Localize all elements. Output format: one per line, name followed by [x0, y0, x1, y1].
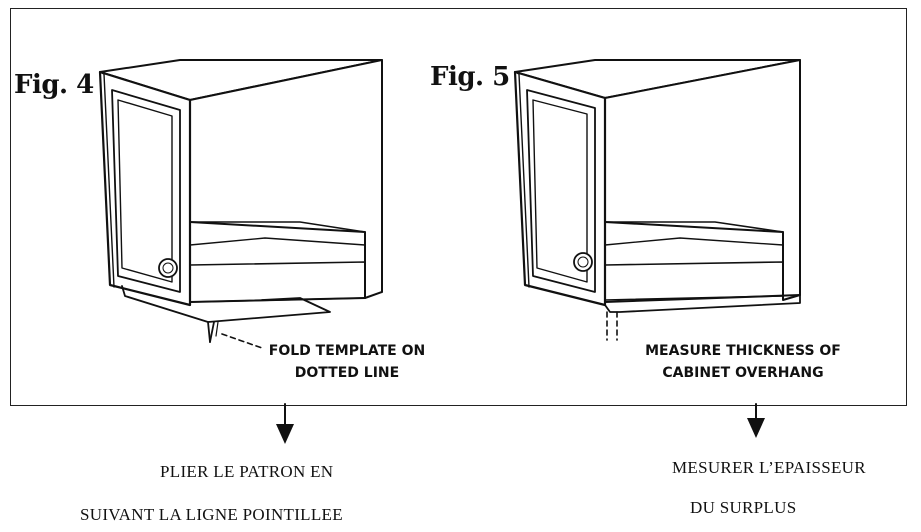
- fig4-caption-line1: FOLD TEMPLATE ON: [268, 343, 426, 359]
- fig4-caption-line2: DOTTED LINE: [294, 365, 400, 381]
- fig4-label: Fig. 4: [14, 70, 94, 100]
- fig5-caption-line2: CABINET OVERHANG: [662, 365, 824, 381]
- fig5-label: Fig. 5: [430, 62, 510, 92]
- french-caption-right-line2: DU SURPLUS: [690, 498, 797, 517]
- french-caption-right-line1: MESURER L’EPAISSEUR: [672, 458, 866, 477]
- fig4-caption: FOLD TEMPLATE ON DOTTED LINE: [262, 340, 432, 384]
- french-caption-left-line1: PLIER LE PATRON EN: [160, 462, 334, 481]
- fig5-cabinet-illustration: [513, 59, 801, 341]
- fig5-caption-line1: MEASURE THICKNESS OF: [645, 343, 841, 359]
- fig4-cabinet-illustration: [98, 59, 383, 349]
- arrow-down-right-icon: [747, 403, 765, 438]
- fig5-caption: MEASURE THICKNESS OF CABINET OVERHANG: [628, 340, 858, 384]
- arrow-down-left-icon: [276, 403, 294, 444]
- figure-panel: [10, 8, 907, 406]
- french-caption-left-line2: SUIVANT LA LIGNE POINTILLEE: [80, 505, 343, 524]
